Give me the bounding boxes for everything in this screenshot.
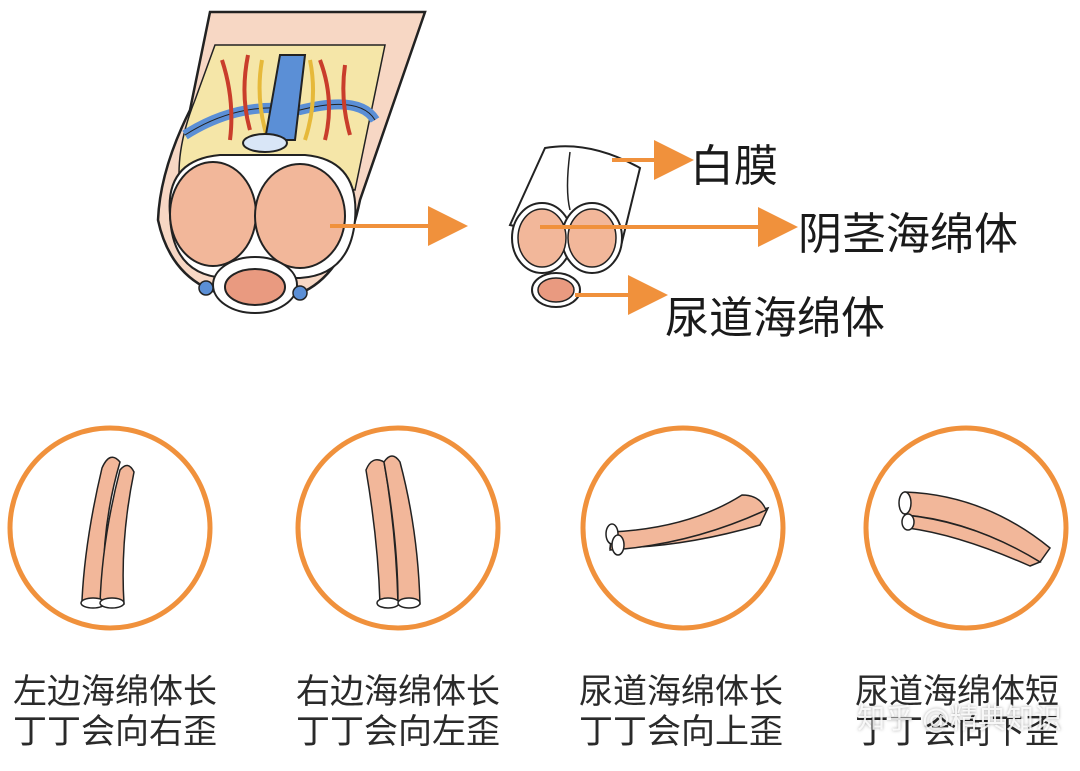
penis-cross-section	[156, 10, 427, 314]
curvature-example-urethra-long	[580, 425, 786, 631]
caption-line-1: 尿道海绵体长	[579, 672, 783, 712]
caption-left-long: 左边海绵体长 丁丁会向右歪	[0, 672, 250, 752]
caption-line-2: 丁丁会向下歪	[855, 712, 1059, 752]
caption-right-long: 右边海绵体长 丁丁会向左歪	[263, 672, 533, 752]
curvature-example-right-long	[295, 425, 501, 631]
caption-line-1: 尿道海绵体短	[855, 672, 1059, 712]
caption-line-2: 丁丁会向上歪	[579, 712, 783, 752]
caption-urethra-long: 尿道海绵体长 丁丁会向上歪	[546, 672, 816, 752]
label-tunica: 白膜	[690, 141, 778, 192]
watermark: 知乎 @精典知识	[857, 702, 1062, 735]
corpora-schematic	[508, 145, 642, 308]
caption-line-1: 左边海绵体长	[13, 672, 217, 712]
label-corpus-cavernosum: 阴茎海绵体	[798, 209, 1018, 260]
curvature-example-left-long	[7, 425, 213, 631]
label-corpus-spongiosum: 尿道海绵体	[665, 293, 885, 344]
caption-line-2: 丁丁会向左歪	[296, 712, 500, 752]
caption-urethra-short: 尿道海绵体短 丁丁会向下歪	[822, 672, 1080, 752]
caption-line-1: 右边海绵体长	[296, 672, 500, 712]
curvature-example-urethra-short	[863, 425, 1069, 631]
caption-line-2: 丁丁会向右歪	[13, 712, 217, 752]
